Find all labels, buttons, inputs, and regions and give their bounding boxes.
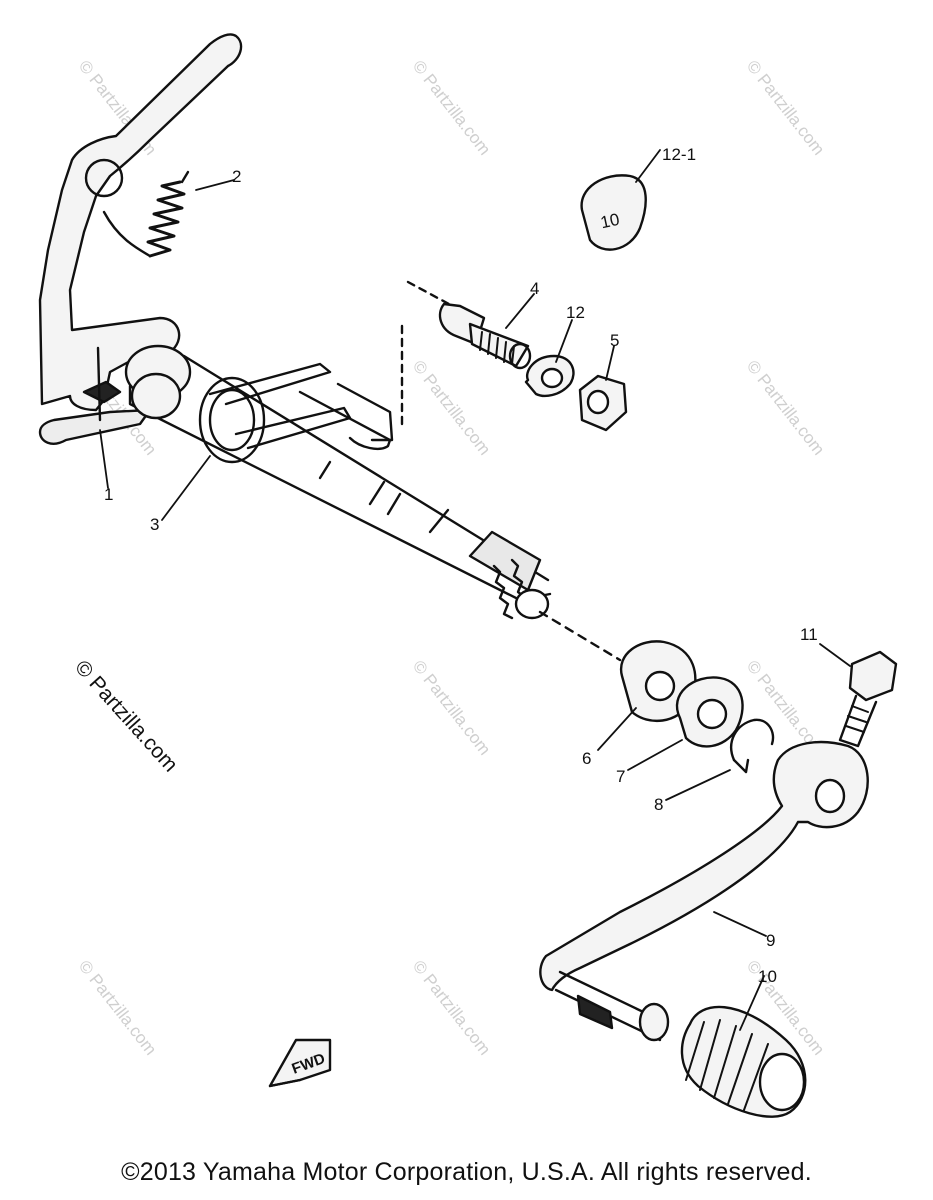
watermark: © Partzilla.com: [743, 357, 829, 459]
watermark: © Partzilla.com: [75, 957, 161, 1059]
part-label-4: 4: [530, 279, 539, 298]
watermark-main: © Partzilla.com: [70, 656, 182, 777]
watermark: © Partzilla.com: [409, 957, 495, 1059]
shaft-splines: [492, 558, 528, 620]
part-10-pedal-rubber: [680, 1005, 807, 1118]
part-label-1: 1: [104, 485, 113, 504]
part-5-nut: [578, 374, 628, 432]
part-label-12: 12: [566, 303, 585, 322]
watermark: © Partzilla.com: [409, 57, 495, 159]
part-number-labels: 1 2 3 4 5 6 7 8 9 10 11 12 12-1: [104, 145, 818, 986]
leader-lines: [99, 149, 851, 1031]
part-label-9: 9: [766, 931, 775, 950]
part-9-shift-pedal: [539, 740, 869, 1042]
part-label-3: 3: [150, 515, 159, 534]
part-label-12-1: 12-1: [662, 145, 696, 164]
part-label-6: 6: [582, 749, 591, 768]
part-2-spring: [102, 170, 190, 258]
part-label-10: 10: [758, 967, 777, 986]
part-label-8: 8: [654, 795, 663, 814]
part-4-stopper-bolt: [438, 302, 532, 370]
part-8-circlip: [730, 718, 775, 774]
part-label-5: 5: [610, 331, 619, 350]
part-3-return-spring: [198, 362, 392, 464]
part-12-washer: [524, 354, 575, 398]
part-12-1-lock-washer: [580, 174, 647, 251]
guide-line-washers: [538, 610, 622, 662]
part-label-2: 2: [232, 167, 241, 186]
part-11-bolt: [838, 650, 898, 748]
part-label-7: 7: [616, 767, 625, 786]
part-label-11: 11: [800, 625, 818, 644]
guide-line-bolt: [406, 280, 462, 312]
copyright-notice: ©2013 Yamaha Motor Corporation, U.S.A. A…: [121, 1158, 812, 1186]
stopper-pin-outline: [336, 382, 394, 442]
fwd-arrow: [268, 1038, 332, 1088]
watermark: © Partzilla.com: [743, 57, 829, 159]
watermark-grid: © Partzilla.com © Partzilla.com © Partzi…: [75, 57, 829, 1059]
part-1-shift-arm: [38, 33, 243, 445]
watermark: © Partzilla.com: [409, 657, 495, 759]
watermark: © Partzilla.com: [409, 357, 495, 459]
washer-12-1-marking: 10: [599, 210, 621, 233]
shift-shaft: [124, 344, 552, 620]
part-7-washer: [675, 676, 744, 748]
